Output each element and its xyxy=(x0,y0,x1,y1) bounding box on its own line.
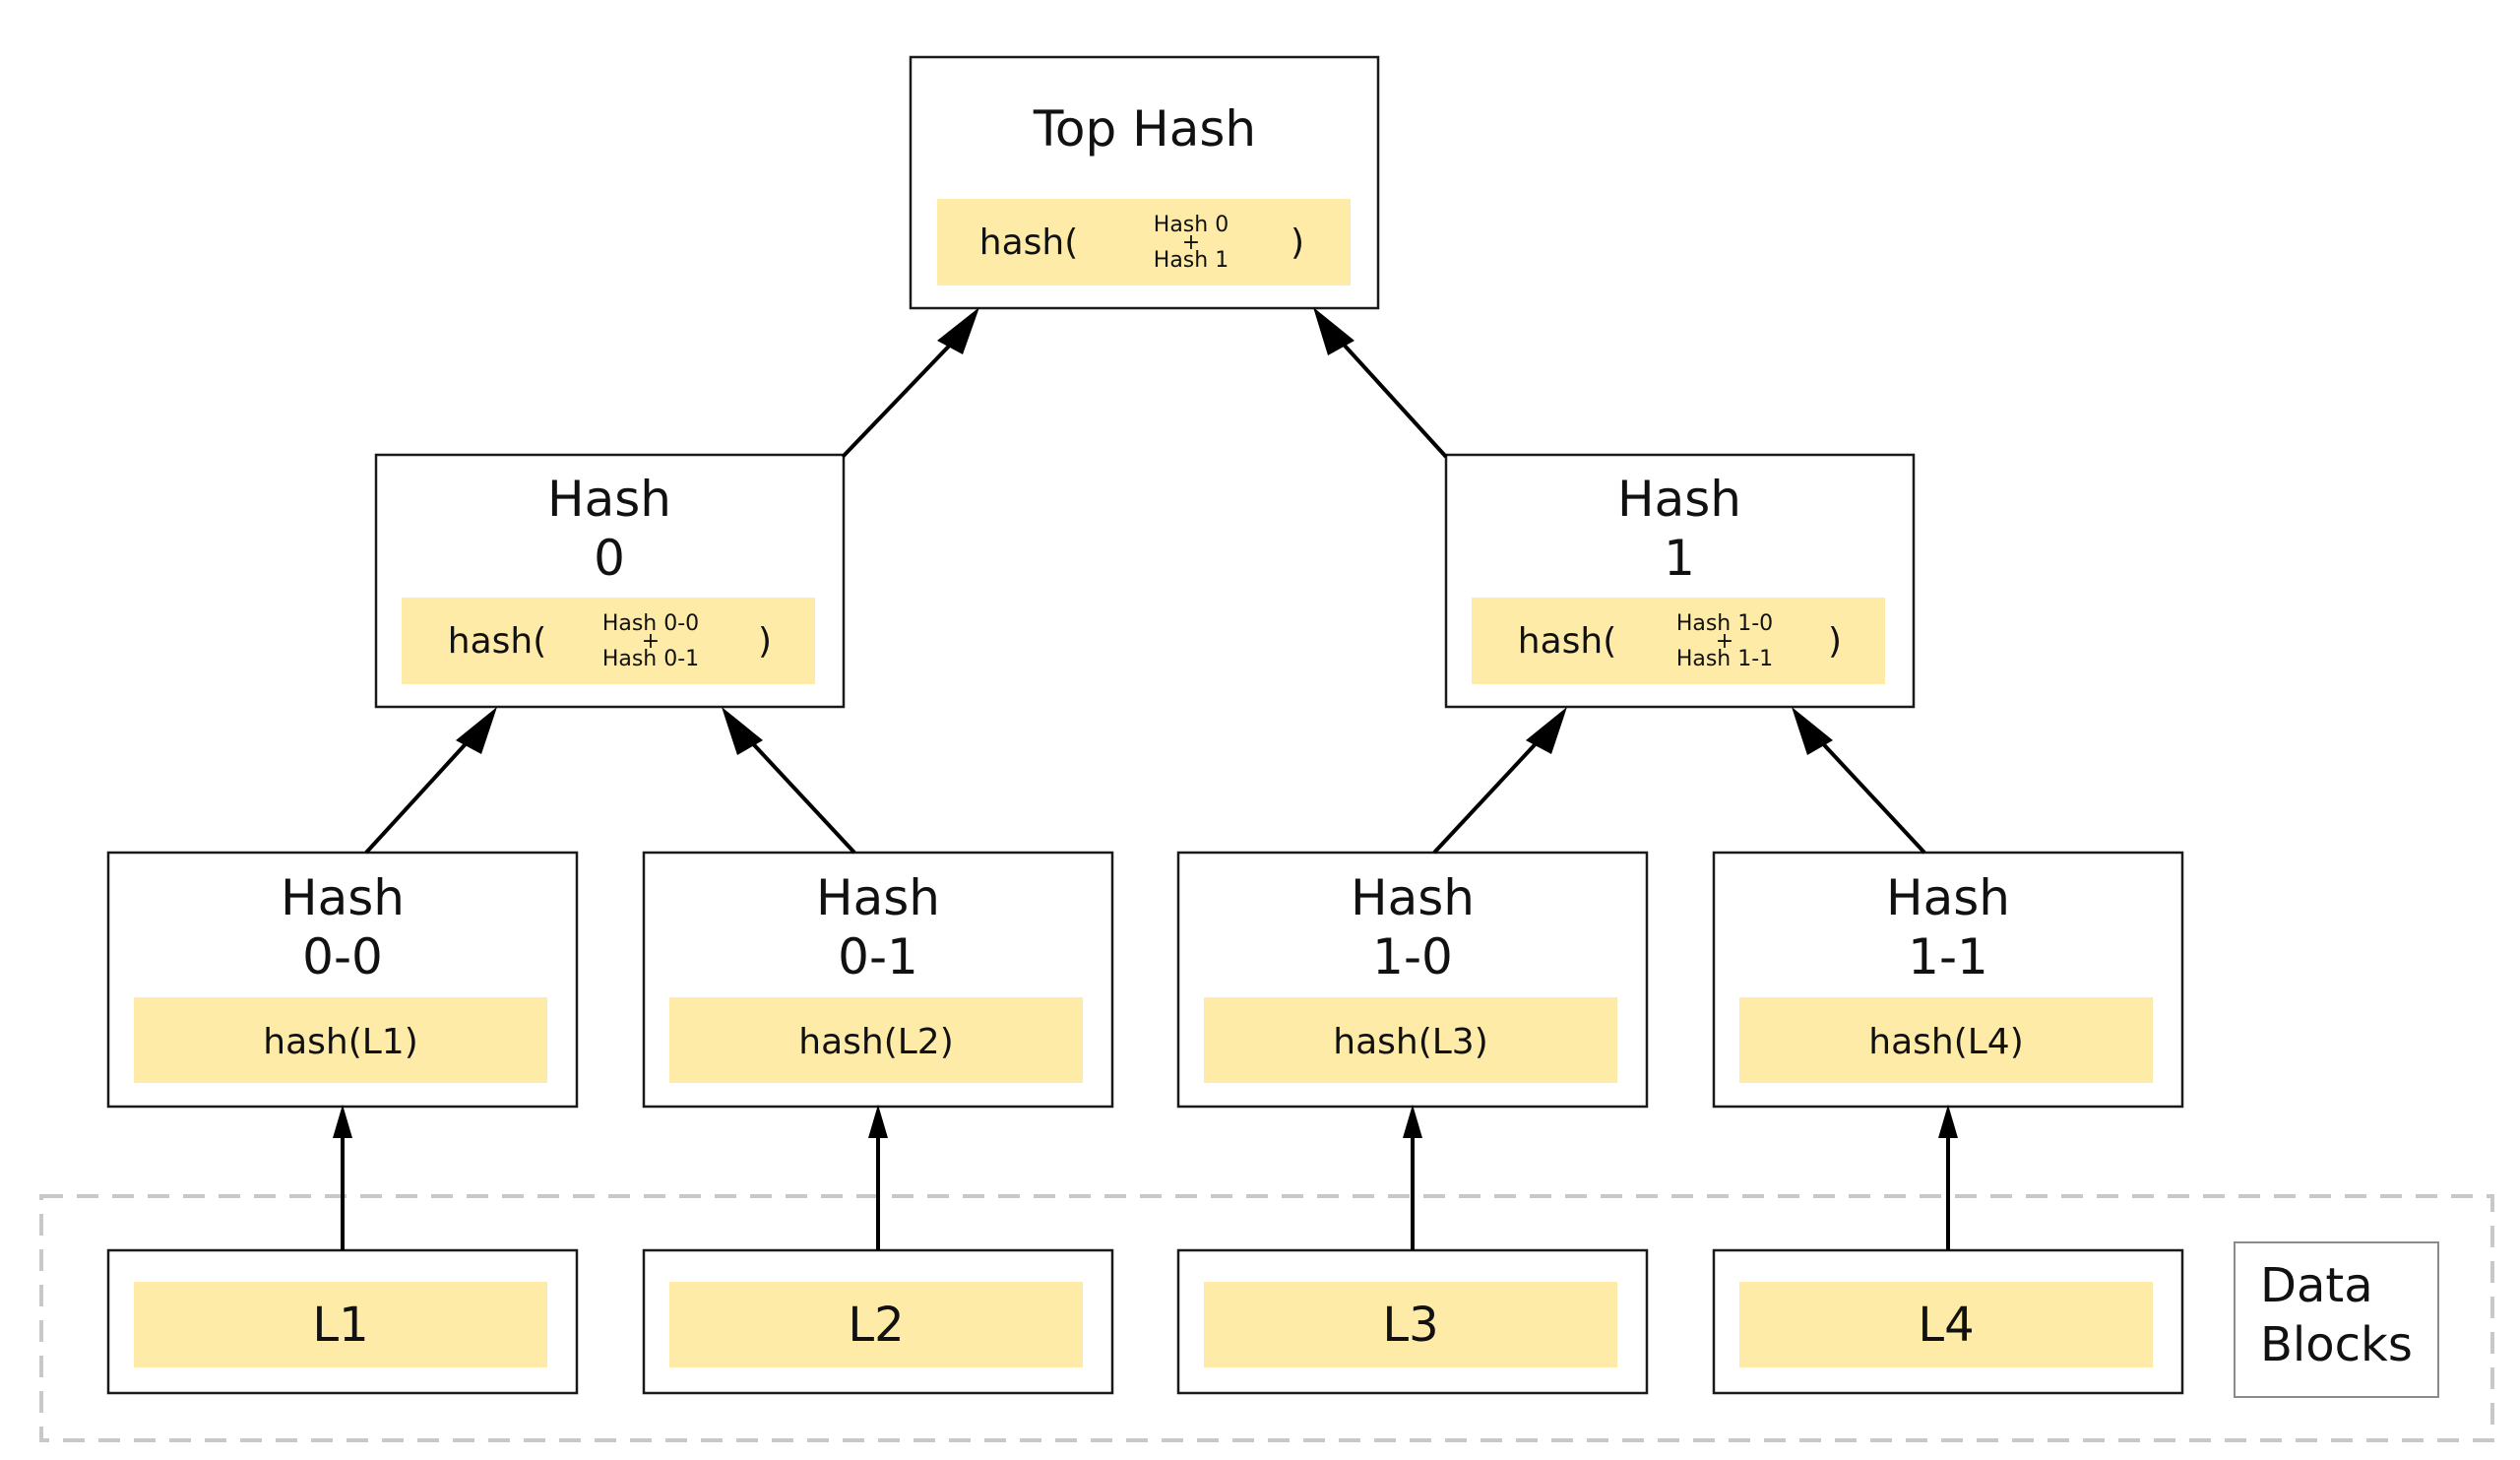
leaf-hash-fn: hash(L1) xyxy=(263,1022,418,1062)
top-hash-function-band xyxy=(937,199,1351,286)
top-hash-input-a: Hash 0 xyxy=(1154,213,1228,237)
hash-0-plus: + xyxy=(642,629,660,654)
edge-hash1-to-top xyxy=(1333,333,1448,459)
data-blocks-label-line1: Data xyxy=(2260,1258,2373,1313)
leaf-hash-node: Hash 1-0 hash(L3) xyxy=(1176,851,1649,1109)
hash-0-title-line1: Hash xyxy=(547,471,671,528)
data-block-label: L4 xyxy=(1918,1298,1974,1353)
leaf-hash-title-line2: 0-0 xyxy=(302,928,383,985)
arrowhead xyxy=(1792,707,1833,755)
top-hash-node: Top Hash hash( Hash 0 + Hash 1 ) xyxy=(909,55,1380,310)
data-block-label: L3 xyxy=(1382,1298,1438,1353)
edge-hash00-to-hash0 xyxy=(364,734,474,855)
arrowhead xyxy=(1403,1105,1422,1138)
data-block-label: L2 xyxy=(848,1298,904,1353)
leaf-hash-title-line1: Hash xyxy=(281,869,405,926)
data-block: L1 xyxy=(106,1248,579,1395)
hash-1-fn-close: ) xyxy=(1828,621,1842,662)
edge-hash0-to-top xyxy=(841,333,962,459)
arrowhead xyxy=(722,707,763,755)
hash-1-function-band xyxy=(1472,598,1885,684)
top-hash-fn-open: hash( xyxy=(979,222,1079,263)
leaf-hash-fn: hash(L4) xyxy=(1868,1022,2024,1062)
leaf-hash-title-line2: 0-1 xyxy=(838,928,918,985)
arrowhead xyxy=(456,707,497,754)
edges xyxy=(333,307,1958,1250)
leaf-hash-title-line1: Hash xyxy=(816,869,940,926)
leaf-hash-node: Hash 0-0 hash(L1) xyxy=(106,851,579,1109)
hash-1-fn-open: hash( xyxy=(1518,621,1617,662)
edge-hash11-to-hash1 xyxy=(1814,734,1926,855)
hash-0-fn-close: ) xyxy=(758,621,772,662)
arrowhead xyxy=(1938,1105,1958,1138)
leaf-hash-function-band xyxy=(134,997,547,1083)
arrowhead xyxy=(868,1105,888,1138)
data-blocks-legend: Data Blocks xyxy=(2234,1241,2439,1398)
hash-0-node: Hash 0 hash( Hash 0-0 + Hash 0-1 ) xyxy=(374,453,846,709)
data-block-label: L1 xyxy=(312,1298,368,1353)
top-hash-title: Top Hash xyxy=(1033,100,1256,158)
arrowhead xyxy=(1313,307,1354,355)
hash-1-title-line2: 1 xyxy=(1664,530,1695,587)
data-blocks-label-line2: Blocks xyxy=(2260,1317,2413,1372)
top-hash-fn-close: ) xyxy=(1291,222,1304,263)
top-hash-plus: + xyxy=(1182,230,1200,255)
hash-0-input-a: Hash 0-0 xyxy=(602,611,699,636)
hash-1-node: Hash 1 hash( Hash 1-0 + Hash 1-1 ) xyxy=(1444,453,1916,709)
leaf-hash-function-band xyxy=(1739,997,2153,1083)
leaf-hash-title-line1: Hash xyxy=(1351,869,1475,926)
data-blocks-region xyxy=(39,1194,2494,1442)
leaf-hash-fn: hash(L3) xyxy=(1333,1022,1488,1062)
hash-0-title-line2: 0 xyxy=(594,530,625,587)
data-block: L4 xyxy=(1712,1248,2184,1395)
leaf-hash-title-line1: Hash xyxy=(1886,869,2010,926)
edge-hash01-to-hash0 xyxy=(744,734,856,855)
hash-0-input-b: Hash 0-1 xyxy=(602,647,699,671)
hash-1-input-a: Hash 1-0 xyxy=(1676,611,1773,636)
arrowhead xyxy=(1526,707,1567,754)
leaf-hash-function-band xyxy=(1204,997,1617,1083)
leaf-hash-fn: hash(L2) xyxy=(798,1022,954,1062)
hash-0-function-band xyxy=(402,598,815,684)
data-block: L2 xyxy=(642,1248,1114,1395)
hash-1-plus: + xyxy=(1716,629,1733,654)
hash-1-input-b: Hash 1-1 xyxy=(1676,647,1773,671)
leaf-hash-title-line2: 1-1 xyxy=(1908,928,1988,985)
leaf-hash-title-line2: 1-0 xyxy=(1372,928,1453,985)
edge-hash10-to-hash1 xyxy=(1432,734,1544,855)
leaf-hash-node: Hash 0-1 hash(L2) xyxy=(642,851,1114,1109)
hash-0-fn-open: hash( xyxy=(448,621,547,662)
leaf-hash-function-band xyxy=(669,997,1083,1083)
hash-1-title-line1: Hash xyxy=(1617,471,1741,528)
arrowhead xyxy=(937,307,979,354)
data-block: L3 xyxy=(1176,1248,1649,1395)
arrowhead xyxy=(333,1105,352,1138)
leaf-hash-node: Hash 1-1 hash(L4) xyxy=(1712,851,2184,1109)
top-hash-input-b: Hash 1 xyxy=(1154,248,1228,273)
